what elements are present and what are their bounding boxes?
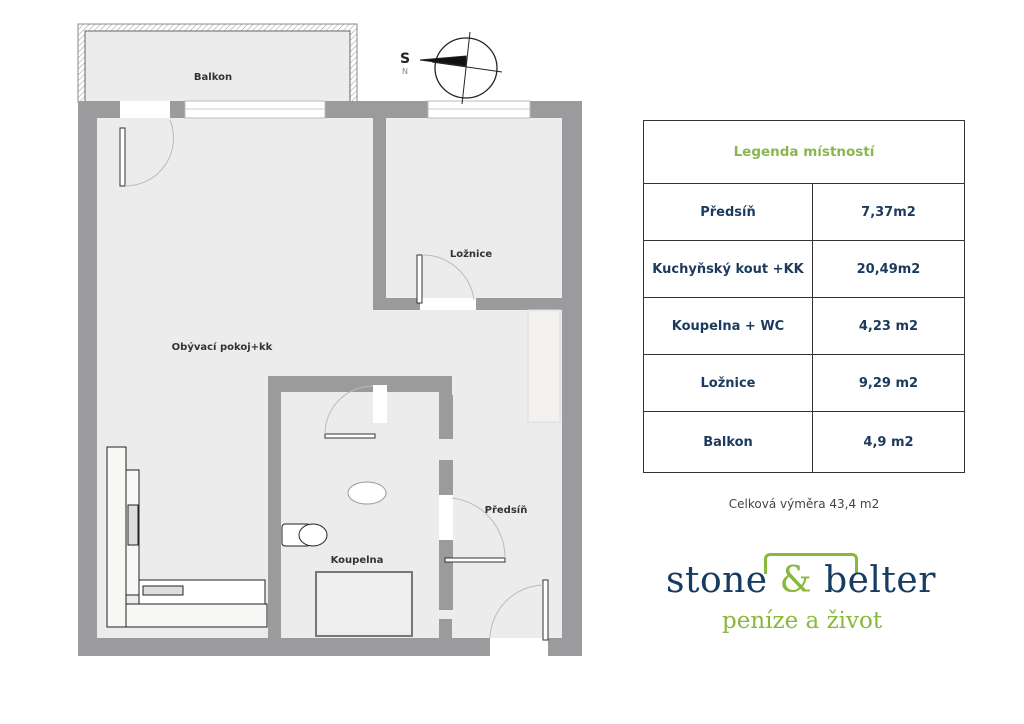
compass-north-label: N <box>402 67 408 76</box>
logo-bracket <box>764 553 858 574</box>
bathroom-fixtures <box>281 481 413 637</box>
room-name: Kuchyňský kout +KK <box>643 240 813 298</box>
room-area: 9,29 m2 <box>812 354 965 412</box>
logo-wordmark: stone & belter <box>666 560 936 601</box>
room-area: 4,9 m2 <box>812 411 965 473</box>
room-area: 4,23 m2 <box>812 297 965 355</box>
room-area: 20,49m2 <box>812 240 965 298</box>
room-label-balkon: Balkon <box>194 72 232 83</box>
room-name: Balkon <box>643 411 813 473</box>
stone-belter-logo: stone & belter peníze a život <box>660 548 970 648</box>
doors <box>119 119 549 641</box>
room-name: Ložnice <box>643 354 813 412</box>
legend-title: Legenda místností <box>643 120 965 184</box>
logo-word-stone: stone <box>666 560 768 601</box>
bathtub-icon <box>315 571 413 637</box>
logo-word-belter: belter <box>824 560 936 601</box>
kitchen-counter <box>106 446 268 628</box>
compass-icon <box>419 31 503 105</box>
windows <box>120 100 548 656</box>
logo-ampersand: & <box>779 560 813 601</box>
room-label-hall: Předsíň <box>485 504 528 516</box>
room-label-bathroom: Koupelna <box>331 555 384 566</box>
bedroom <box>386 118 562 298</box>
room-name: Předsíň <box>643 183 813 241</box>
floor-plan: Balkon Obývací pokoj+kk Ložnice Předsíň … <box>77 23 582 656</box>
total-area: Celková výměra 43,4 m2 <box>728 497 880 511</box>
room-area: 7,37m2 <box>812 183 965 241</box>
logo-tagline: peníze a život <box>722 608 883 634</box>
room-label-living: Obývací pokoj+kk <box>172 341 273 353</box>
room-name: Koupelna + WC <box>643 297 813 355</box>
balcony <box>77 23 358 103</box>
room-label-bedroom: Ložnice <box>450 248 493 260</box>
compass-south-label: S <box>400 51 410 67</box>
sink-icon <box>347 481 387 505</box>
wardrobe <box>527 309 561 423</box>
